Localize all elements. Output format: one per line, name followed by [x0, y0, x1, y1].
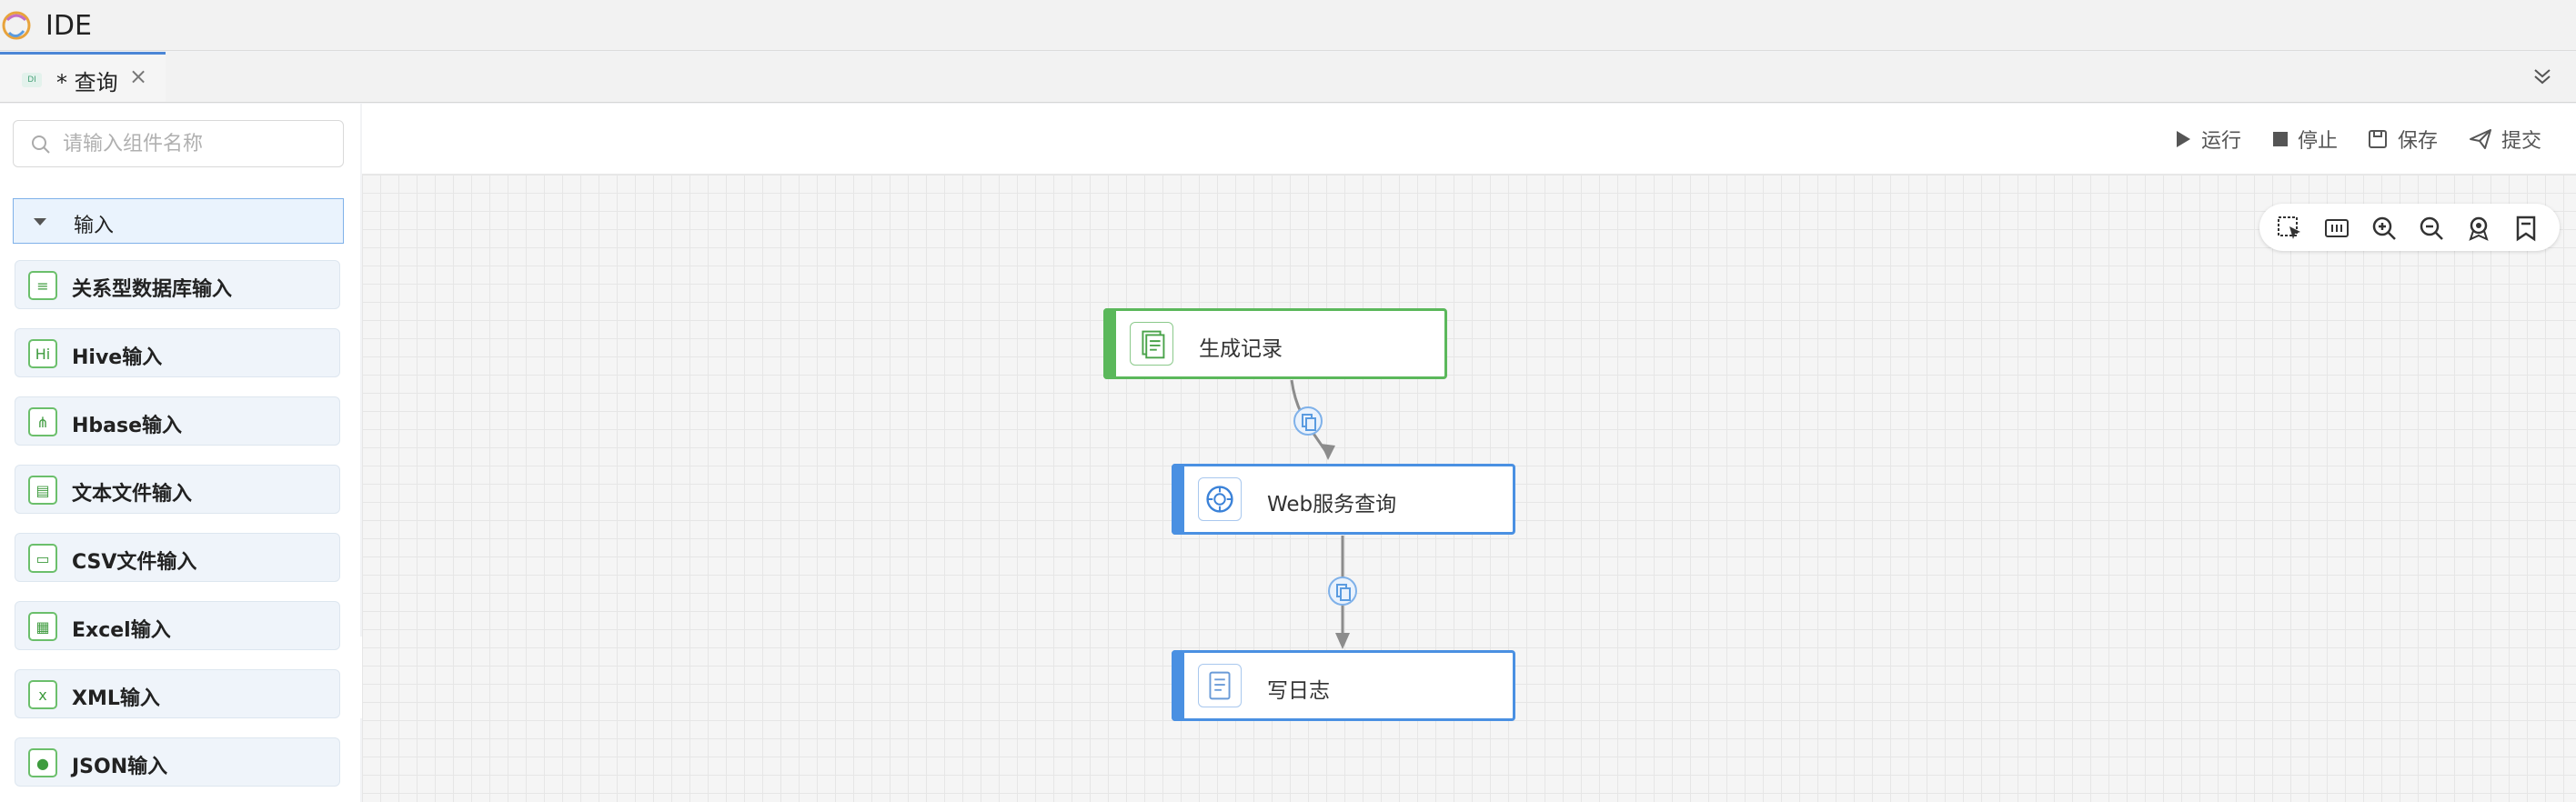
json-icon: ●: [28, 748, 57, 777]
zoom-out-icon[interactable]: [2418, 215, 2445, 242]
component-sidebar: 输入 ≡ 关系型数据库输入 Hi Hive输入 ⋔ Hbase输入 ▤ 文本文件…: [0, 104, 360, 802]
play-icon: [2177, 131, 2190, 147]
tab-bar: DI * 查询 ×: [0, 52, 2576, 103]
log-file-icon: [1198, 664, 1242, 707]
component-text-file-input[interactable]: ▤ 文本文件输入: [15, 465, 340, 514]
component-label: 关系型数据库输入: [72, 278, 233, 301]
text-file-icon: ▤: [28, 476, 57, 505]
component-hbase-input[interactable]: ⋔ Hbase输入: [15, 396, 340, 446]
locate-icon[interactable]: [2465, 215, 2492, 242]
hive-icon: Hi: [28, 339, 57, 368]
zoom-in-icon[interactable]: [2370, 215, 2398, 242]
component-csv-file-input[interactable]: ▭ CSV文件输入: [15, 533, 340, 582]
component-label: Excel输入: [72, 619, 171, 642]
xml-icon: x: [28, 680, 57, 709]
csv-file-icon: ▭: [28, 544, 57, 573]
group-header-input[interactable]: 输入: [13, 198, 344, 244]
ide-logo-icon: [2, 11, 31, 40]
component-json-input[interactable]: ● JSON输入: [15, 737, 340, 787]
save-icon: [2369, 130, 2387, 148]
tab-label: * 查询: [56, 70, 118, 95]
node-label: Web服务查询: [1267, 493, 1397, 516]
tab-type-badge: DI: [22, 73, 42, 87]
stop-icon: [2273, 132, 2288, 146]
search-icon: [32, 135, 50, 154]
component-label: CSV文件输入: [72, 551, 197, 574]
component-relational-db-input[interactable]: ≡ 关系型数据库输入: [15, 260, 340, 309]
submit-label: 提交: [2501, 130, 2542, 153]
component-label: Hive输入: [72, 346, 163, 369]
tab-query[interactable]: DI * 查询 ×: [0, 52, 166, 102]
node-generate-records[interactable]: 生成记录: [1103, 308, 1447, 379]
node-label: 生成记录: [1199, 337, 1283, 361]
title-bar: IDE: [0, 0, 2576, 51]
web-service-icon: [1198, 477, 1242, 521]
save-label: 保存: [2398, 130, 2439, 153]
component-search-input[interactable]: [63, 128, 336, 159]
document-stack-icon: [1130, 322, 1173, 366]
component-label: 文本文件输入: [72, 483, 193, 506]
run-button[interactable]: 运行: [2174, 124, 2241, 155]
stop-label: 停止: [2298, 130, 2339, 153]
editor-toolbar: 运行 停止 保存 提交: [362, 104, 2576, 175]
database-icon: ≡: [28, 271, 57, 300]
canvas-zoom-toolbar: [2259, 204, 2560, 251]
component-search: [13, 120, 344, 167]
select-icon[interactable]: [2276, 215, 2303, 242]
component-label: XML输入: [72, 687, 160, 710]
node-label: 写日志: [1267, 679, 1330, 703]
hbase-icon: ⋔: [28, 407, 57, 436]
save-button[interactable]: 保存: [2367, 124, 2438, 155]
component-label: Hbase输入: [72, 415, 183, 437]
component-xml-input[interactable]: x XML输入: [15, 669, 340, 718]
stop-button[interactable]: 停止: [2272, 124, 2338, 155]
component-excel-input[interactable]: ▦ Excel输入: [15, 601, 340, 650]
chevron-double-down-icon[interactable]: [2529, 63, 2556, 90]
fit-icon[interactable]: [2323, 215, 2350, 242]
run-label: 运行: [2201, 130, 2242, 153]
send-icon: [2470, 129, 2491, 149]
bookmark-icon[interactable]: [2512, 215, 2540, 242]
excel-icon: ▦: [28, 612, 57, 641]
group-label: 输入: [74, 215, 115, 237]
component-label: JSON输入: [72, 756, 168, 778]
node-write-log[interactable]: 写日志: [1172, 650, 1515, 721]
component-hive-input[interactable]: Hi Hive输入: [15, 328, 340, 377]
submit-button[interactable]: 提交: [2469, 124, 2541, 155]
app-title: IDE: [45, 10, 92, 42]
node-web-service-query[interactable]: Web服务查询: [1172, 464, 1515, 535]
caret-down-icon: [34, 218, 46, 226]
close-icon[interactable]: ×: [129, 64, 148, 89]
